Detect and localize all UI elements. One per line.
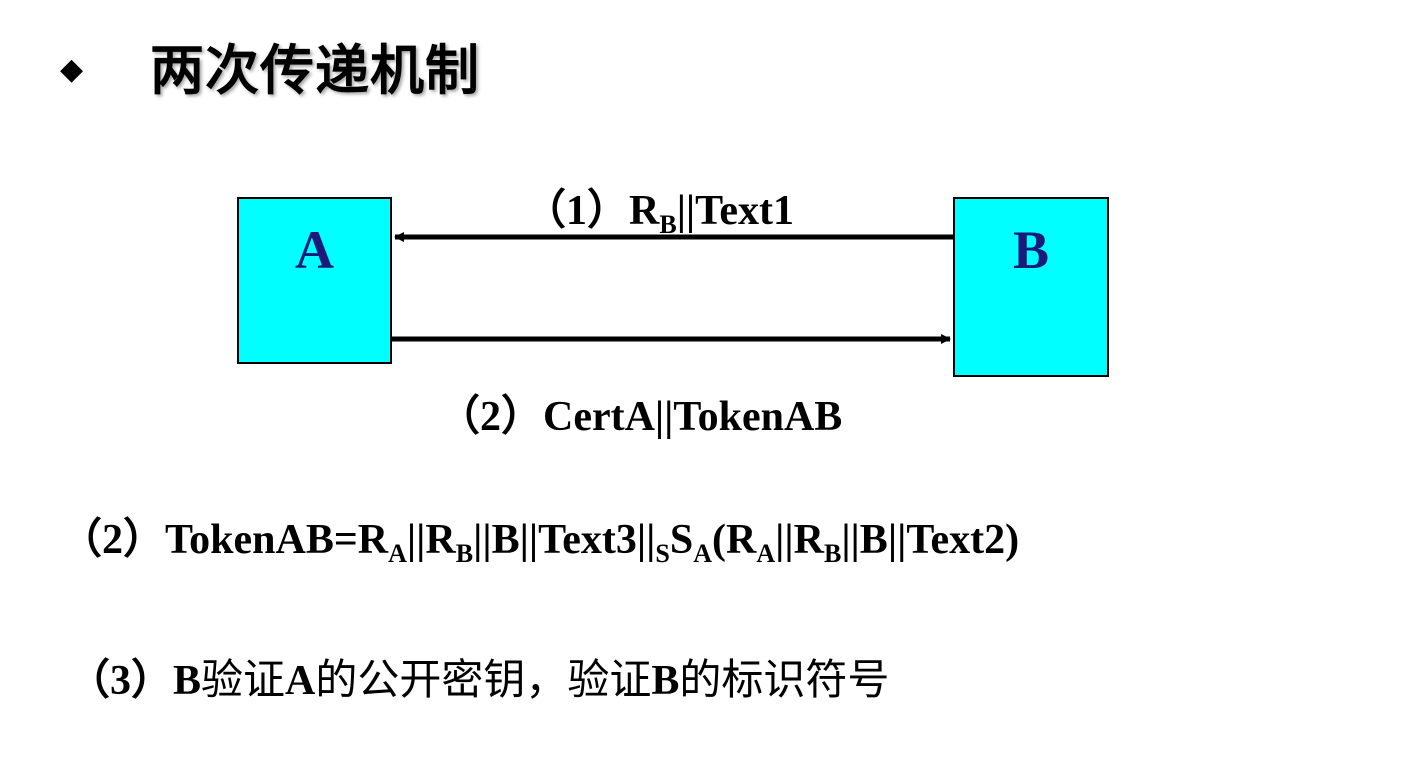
token-equation: （2）TokenAB=RA||RB||B||Text3||SSA(RA||RB|… [60, 517, 1020, 568]
diamond-bullet-icon: ◆ [60, 52, 84, 86]
entity-a-box: A [237, 197, 392, 364]
entity-a-label: A [295, 220, 334, 280]
slide-title: 两次传递机制 [150, 39, 480, 102]
slide-title-row: ◆ 两次传递机制 [60, 26, 480, 105]
entity-b-box: B [953, 197, 1109, 377]
entity-b-label: B [1012, 220, 1050, 280]
message-2-label: （2）CertA||TokenAB [438, 394, 843, 440]
verification-note: （3）B验证A的公开密钥，验证B的标识符号 [68, 655, 890, 704]
message-1-label: （1）RB||Text1 [524, 188, 794, 239]
